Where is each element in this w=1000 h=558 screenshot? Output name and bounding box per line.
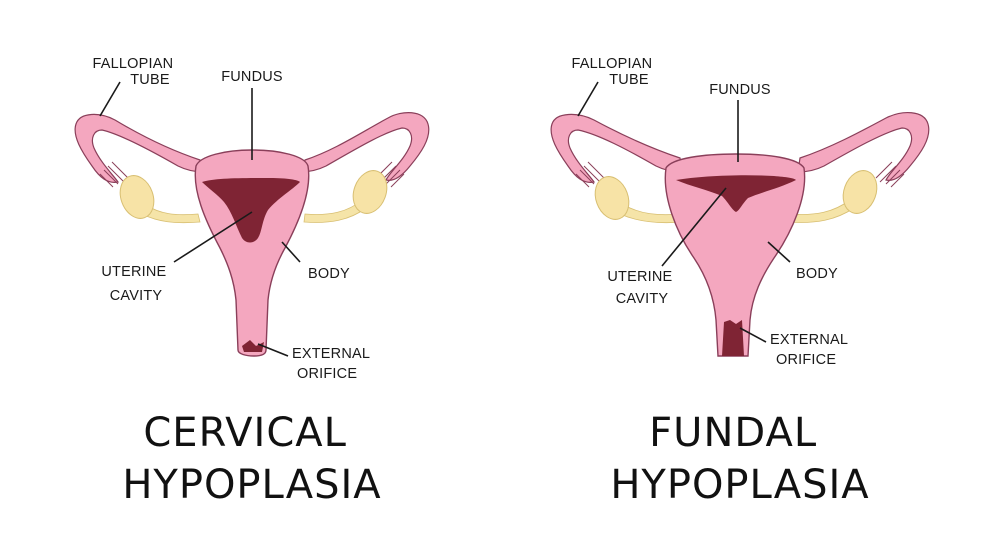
ovarian-ligament-left bbox=[141, 204, 201, 224]
fimbriae-left bbox=[575, 161, 605, 188]
ovary-right bbox=[842, 170, 878, 214]
uterine-cavity bbox=[202, 178, 300, 243]
label-body: BODY bbox=[308, 266, 350, 282]
fallopian-tube-right bbox=[299, 112, 430, 181]
label-uterine-cavity: UTERINE CAVITY bbox=[607, 269, 676, 307]
label-fundus: FUNDUS bbox=[709, 82, 771, 98]
leader-external-orifice bbox=[257, 343, 289, 357]
label-fallopian-tube: FALLOPIAN TUBE bbox=[571, 56, 656, 88]
external-orifice bbox=[722, 320, 744, 356]
label-fundus: FUNDUS bbox=[221, 69, 283, 85]
ovary-left bbox=[594, 176, 630, 220]
leader-uterine-cavity bbox=[661, 187, 727, 267]
uterine-cavity bbox=[676, 175, 796, 212]
leader-body bbox=[767, 241, 791, 263]
label-uterine-cavity: UTERINE CAVITY bbox=[101, 264, 170, 304]
fallopian-tube-right bbox=[797, 112, 930, 181]
uterus-body bbox=[664, 153, 806, 357]
external-orifice bbox=[242, 340, 264, 352]
leader-external-orifice bbox=[739, 327, 767, 343]
title-cervical-hypoplasia: CERVICAL HYPOPLASIA bbox=[122, 410, 381, 508]
ovary-right bbox=[352, 170, 388, 214]
fallopian-tube-left bbox=[550, 113, 683, 183]
fundal-hypoplasia-figure: FALLOPIAN TUBE FUNDUS UTERINE CAVITY BOD… bbox=[550, 56, 930, 508]
label-external-orifice: EXTERNAL ORIFICE bbox=[770, 332, 852, 368]
ovarian-ligament-right bbox=[303, 199, 367, 223]
fimbriae-right bbox=[875, 161, 905, 188]
fallopian-tube-left bbox=[74, 113, 205, 183]
leader-fallopian-tube bbox=[99, 81, 121, 117]
label-external-orifice: EXTERNAL ORIFICE bbox=[292, 346, 374, 382]
cervical-hypoplasia-figure: FALLOPIAN TUBE FUNDUS UTERINE CAVITY BOD… bbox=[74, 56, 430, 508]
title-fundal-hypoplasia: FUNDAL HYPOPLASIA bbox=[610, 410, 869, 508]
fimbriae-left bbox=[99, 161, 129, 188]
leader-fallopian-tube bbox=[577, 81, 599, 117]
label-body: BODY bbox=[796, 266, 838, 282]
leader-body bbox=[281, 241, 301, 263]
label-fallopian-tube: FALLOPIAN TUBE bbox=[92, 56, 177, 88]
leader-uterine-cavity bbox=[173, 211, 253, 263]
ovary-left bbox=[119, 175, 155, 219]
